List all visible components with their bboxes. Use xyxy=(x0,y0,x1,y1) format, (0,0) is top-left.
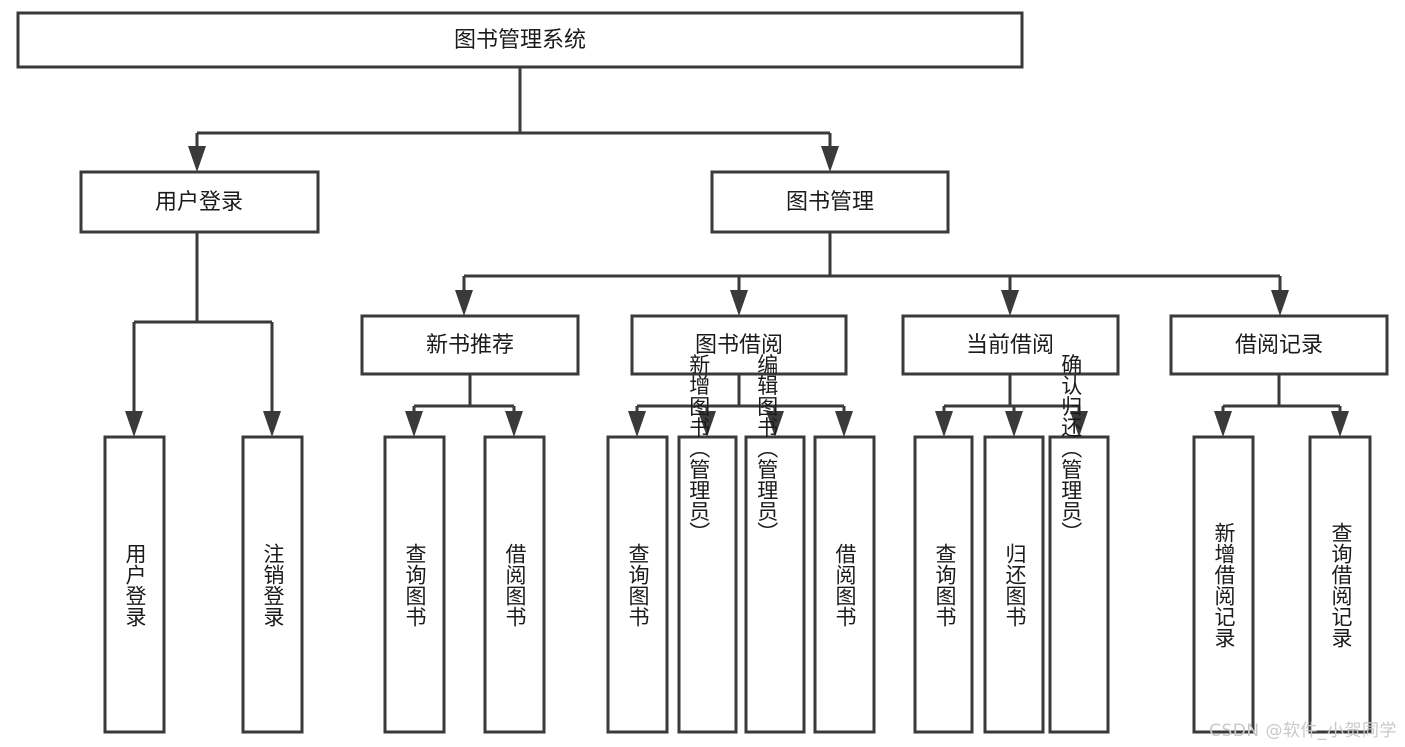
arrow-cb-leaf-2 xyxy=(1005,411,1023,437)
node-current-borrow-label: 当前借阅 xyxy=(966,333,1054,358)
node-leaf-query-book-1-box[interactable] xyxy=(383,435,446,734)
node-borrow-record[interactable]: 借阅记录 xyxy=(1169,314,1389,376)
node-new-book-recommend-label: 新书推荐 xyxy=(426,333,514,358)
arrow-bm-new-book-recommend xyxy=(455,290,473,316)
node-leaf-query-record-box[interactable] xyxy=(1308,435,1372,734)
node-leaf-add-book-label: 新增图书（管理员） xyxy=(687,354,711,543)
node-borrow-record-label: 借阅记录 xyxy=(1235,333,1323,358)
csdn-watermark: CSDN @软件_小贺同学 xyxy=(1209,721,1397,741)
arrow-user-login-leaf-2 xyxy=(263,411,281,437)
node-root-label: 图书管理系统 xyxy=(454,28,586,53)
connector-group-user-login xyxy=(125,232,281,437)
node-leaf-borrow-book-1[interactable]: 借阅图书 xyxy=(483,435,546,734)
node-user-login[interactable]: 用户登录 xyxy=(79,170,320,234)
arrow-bb-leaf-3 xyxy=(766,411,784,437)
node-current-borrow[interactable]: 当前借阅 xyxy=(901,314,1120,376)
connector-group-book-manage xyxy=(455,232,1289,316)
node-leaf-add-record-label: 新增借阅记录 xyxy=(1212,522,1236,648)
node-new-book-recommend[interactable]: 新书推荐 xyxy=(360,314,580,376)
arrow-bb-leaf-1 xyxy=(628,411,646,437)
node-leaf-return-book-label: 归还图书 xyxy=(1003,543,1027,627)
arrow-user-login-leaf-1 xyxy=(125,411,143,437)
arrow-bb-leaf-4 xyxy=(835,411,853,437)
node-leaf-edit-book-box[interactable] xyxy=(744,435,806,734)
arrow-bb-leaf-2 xyxy=(698,411,716,437)
node-leaf-query-book-2[interactable]: 查询图书 xyxy=(606,435,669,734)
node-leaf-edit-book[interactable]: 编辑图书（管理员） xyxy=(744,354,806,734)
node-leaf-borrow-book-2[interactable]: 借阅图书 xyxy=(813,435,876,734)
node-user-login-label: 用户登录 xyxy=(155,190,243,215)
arrow-bm-borrow-record xyxy=(1271,290,1289,316)
node-leaf-borrow-book-1-label: 借阅图书 xyxy=(503,543,527,627)
node-leaf-return-book[interactable]: 归还图书 xyxy=(983,435,1045,734)
node-leaf-query-book-1-label: 查询图书 xyxy=(403,543,427,627)
node-leaf-add-record-box[interactable] xyxy=(1192,435,1255,734)
connector-group-borrow-record xyxy=(1214,374,1349,437)
node-leaf-logout-login-label: 注销登录 xyxy=(261,543,285,627)
node-leaf-query-record-label: 查询借阅记录 xyxy=(1329,522,1353,648)
node-leaf-add-record[interactable]: 新增借阅记录 xyxy=(1192,435,1255,734)
node-current-borrow-box[interactable] xyxy=(901,314,1120,376)
node-leaf-confirm-return-label: 确认归还（管理员） xyxy=(1059,354,1083,543)
node-leaf-query-book-2-box[interactable] xyxy=(606,435,669,734)
arrow-cb-leaf-1 xyxy=(935,411,953,437)
node-book-borrow[interactable]: 图书借阅 xyxy=(630,314,848,376)
node-leaf-edit-book-label: 编辑图书（管理员） xyxy=(755,354,779,543)
node-book-manage[interactable]: 图书管理 xyxy=(710,170,950,234)
arrow-root-to-user-login xyxy=(188,146,206,172)
node-book-borrow-label: 图书借阅 xyxy=(695,333,783,358)
connector-group-current-borrow xyxy=(935,374,1088,437)
node-new-book-recommend-box[interactable] xyxy=(360,314,580,376)
connector-group-new-book-recommend xyxy=(405,374,523,437)
node-leaf-add-book[interactable]: 新增图书（管理员） xyxy=(677,354,738,734)
arrow-br-leaf-1 xyxy=(1214,411,1232,437)
node-leaf-logout-login[interactable]: 注销登录 xyxy=(241,435,304,734)
node-leaf-user-login[interactable]: 用户登录 xyxy=(103,435,166,734)
node-leaf-confirm-return[interactable]: 确认归还（管理员） xyxy=(1048,354,1110,734)
node-leaf-query-book-3-box[interactable] xyxy=(913,435,974,734)
node-leaf-user-login-label: 用户登录 xyxy=(123,543,147,627)
arrow-bm-book-borrow xyxy=(730,290,748,316)
node-leaf-borrow-book-2-box[interactable] xyxy=(813,435,876,734)
node-leaf-query-book-3[interactable]: 查询图书 xyxy=(913,435,974,734)
node-user-login-box[interactable] xyxy=(79,170,320,234)
node-leaf-add-book-box[interactable] xyxy=(677,435,738,734)
node-leaf-logout-login-box[interactable] xyxy=(241,435,304,734)
node-leaf-query-book-3-label: 查询图书 xyxy=(933,543,957,627)
node-book-manage-label: 图书管理 xyxy=(786,190,874,215)
node-leaf-user-login-box[interactable] xyxy=(103,435,166,734)
node-leaf-return-book-box[interactable] xyxy=(983,435,1045,734)
arrow-nbr-leaf-1 xyxy=(405,411,423,437)
arrow-br-leaf-2 xyxy=(1331,411,1349,437)
node-book-manage-box[interactable] xyxy=(710,170,950,234)
node-leaf-borrow-book-1-box[interactable] xyxy=(483,435,546,734)
arrow-root-to-book-manage xyxy=(821,146,839,172)
node-leaf-query-book-2-label: 查询图书 xyxy=(626,543,650,627)
arrow-nbr-leaf-2 xyxy=(505,411,523,437)
arrow-cb-leaf-3 xyxy=(1070,411,1088,437)
node-leaf-query-record[interactable]: 查询借阅记录 xyxy=(1308,435,1372,734)
node-leaf-query-book-1[interactable]: 查询图书 xyxy=(383,435,446,734)
node-book-borrow-box[interactable] xyxy=(630,314,848,376)
node-borrow-record-box[interactable] xyxy=(1169,314,1389,376)
arrow-bm-current-borrow xyxy=(1001,290,1019,316)
node-leaf-borrow-book-2-label: 借阅图书 xyxy=(833,543,857,627)
connector-group-root xyxy=(188,67,839,172)
node-leaf-confirm-return-box[interactable] xyxy=(1048,435,1110,734)
node-root-box[interactable] xyxy=(16,11,1024,69)
node-root[interactable]: 图书管理系统 xyxy=(16,11,1024,69)
connector-group-book-borrow xyxy=(628,374,853,437)
